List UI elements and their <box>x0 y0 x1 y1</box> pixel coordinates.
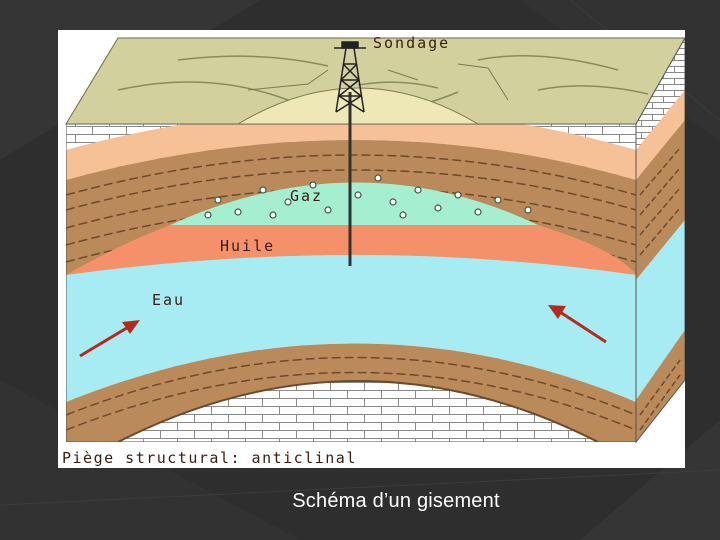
label-piege-structural: Piège structural: anticlinal <box>62 449 357 467</box>
label-eau: Eau <box>152 291 185 309</box>
oil-trap-diagram: Sondage Gaz Huile Eau Piège structural: … <box>58 30 685 468</box>
label-huile: Huile <box>220 237 275 255</box>
label-sondage: Sondage <box>373 34 450 52</box>
label-gaz: Gaz <box>290 187 323 205</box>
slide-caption: Schéma d’un gisement <box>0 490 720 513</box>
